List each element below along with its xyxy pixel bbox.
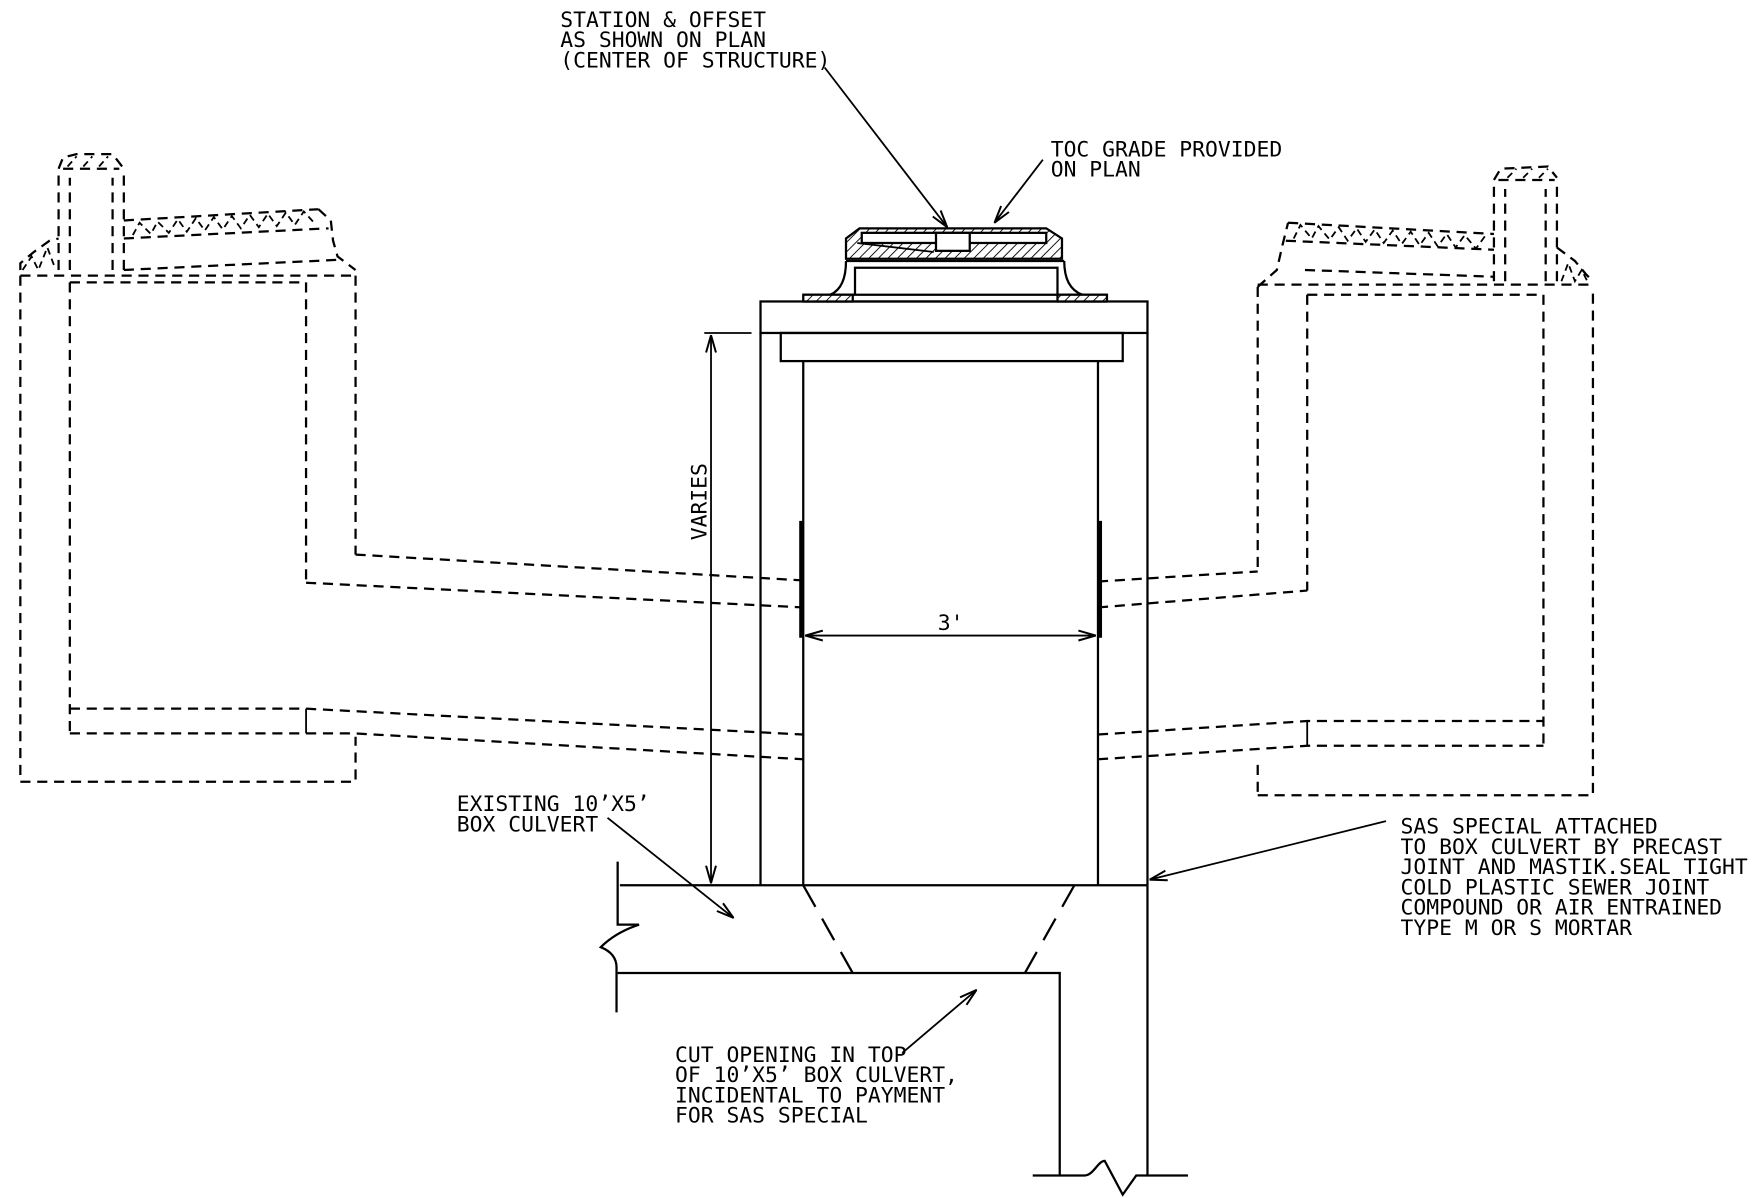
left-structure-inner-right (69, 281, 308, 583)
frame-base-flange-left (802, 293, 854, 303)
left-lid (123, 208, 338, 272)
culvert-left-break (598, 861, 640, 1013)
right-chimney (1492, 179, 1559, 282)
cut-opening-right (1023, 884, 1076, 974)
culvert-bottom-break (1032, 1159, 1188, 1197)
right-pipe-upper-bottom (1097, 589, 1308, 609)
leader-lines (606, 66, 1387, 1054)
sas-special-note: SAS SPECIAL ATTACHED TO BOX CULVERT BY P… (1401, 815, 1748, 941)
note-line: JOINT AND MASTIK.SEAL TIGHT (1401, 855, 1748, 880)
right-lid-end (1256, 222, 1290, 288)
note-line: INCIDENTAL TO PAYMENT (675, 1083, 945, 1108)
height-dimension: VARIES (688, 332, 754, 887)
frame-and-lid (802, 227, 1109, 303)
left-lid-end (317, 208, 357, 271)
frame-base-flange-right (1056, 293, 1109, 303)
note-line: OF 10’X5’ BOX CULVERT, (675, 1063, 958, 1088)
culvert-slab-underside (617, 971, 1061, 1176)
note-line: EXISTING 10’X5’ (457, 792, 650, 817)
right-chimney-cap-hatch (1506, 168, 1549, 179)
right-casting-flange-hatch (1560, 260, 1590, 284)
left-casting-flange (19, 237, 59, 270)
right-lid (1285, 221, 1494, 278)
station-offset-note: STATION & OFFSET AS SHOWN ON PLAN (CENTE… (560, 8, 830, 73)
note-line: COMPOUND OR AIR ENTRAINED (1401, 896, 1723, 921)
right-pipe-lower-bottom (1097, 744, 1544, 761)
lid-inner-slope (857, 242, 1047, 253)
note-line: ON PLAN (1051, 158, 1141, 183)
station-offset-leader (823, 66, 948, 227)
left-casting-flange-hatch (21, 244, 55, 273)
right-pipe-lower-top (1097, 719, 1544, 736)
top-slab (759, 300, 1149, 335)
note-line: COLD PLASTIC SEWER JOINT (1401, 875, 1710, 900)
lid-pick-hole (934, 231, 971, 252)
frame-skirt-right (1063, 260, 1083, 296)
note-line: STATION & OFFSET (560, 8, 766, 33)
left-pipe-upper-top (355, 553, 804, 582)
left-pipe-upper-bottom (306, 581, 804, 609)
cut-opening-leader (901, 990, 976, 1054)
right-casting-flange (1556, 246, 1594, 283)
adjusting-ring (779, 331, 1124, 363)
left-structure-outer (19, 275, 357, 783)
note-line: (CENTER OF STRUCTURE) (560, 48, 830, 73)
existing-box-culvert (598, 861, 1188, 1197)
right-existing-structure (1097, 165, 1595, 797)
left-chimney (57, 168, 125, 270)
note-line: BOX CULVERT (457, 812, 599, 837)
note-line: AS SHOWN ON PLAN (560, 28, 766, 53)
width-dimension: 3' (806, 611, 1096, 636)
cut-opening-left (802, 884, 854, 974)
existing-culvert-note: EXISTING 10’X5’ BOX CULVERT (457, 792, 650, 837)
note-line: TOC GRADE PROVIDED (1051, 137, 1282, 162)
right-pipe-upper-top (1097, 570, 1258, 583)
left-existing-structure (19, 152, 804, 783)
right-structure-inner-right (1307, 293, 1545, 746)
left-pipe-lower-top (69, 707, 804, 736)
left-pipe-lower-bottom (69, 732, 804, 761)
note-line: CUT OPENING IN TOP (675, 1043, 906, 1068)
sas-special-structure (759, 300, 1149, 886)
left-chimney-cap-hatch (66, 155, 109, 168)
note-line: SAS SPECIAL ATTACHED (1401, 815, 1658, 840)
existing-culvert-leader (606, 817, 734, 918)
left-lid-hatch (132, 210, 316, 236)
note-line: FOR SAS SPECIAL (675, 1104, 868, 1129)
toc-grade-leader (994, 159, 1044, 223)
cut-opening-note: CUT OPENING IN TOP OF 10’X5’ BOX CULVERT… (675, 1043, 958, 1129)
right-chimney-cap (1492, 165, 1558, 182)
sas-special-leader (1150, 820, 1387, 879)
note-line: TO BOX CULVERT BY PRECAST (1401, 835, 1723, 860)
frame-skirt-left (829, 260, 848, 296)
width-dimension-label: 3' (938, 611, 964, 636)
toc-grade-note: TOC GRADE PROVIDED ON PLAN (1051, 137, 1282, 182)
frame-body (846, 259, 1065, 295)
height-dimension-label: VARIES (688, 463, 713, 540)
left-chimney-cap (57, 152, 125, 170)
note-line: TYPE M OR S MORTAR (1401, 916, 1633, 941)
